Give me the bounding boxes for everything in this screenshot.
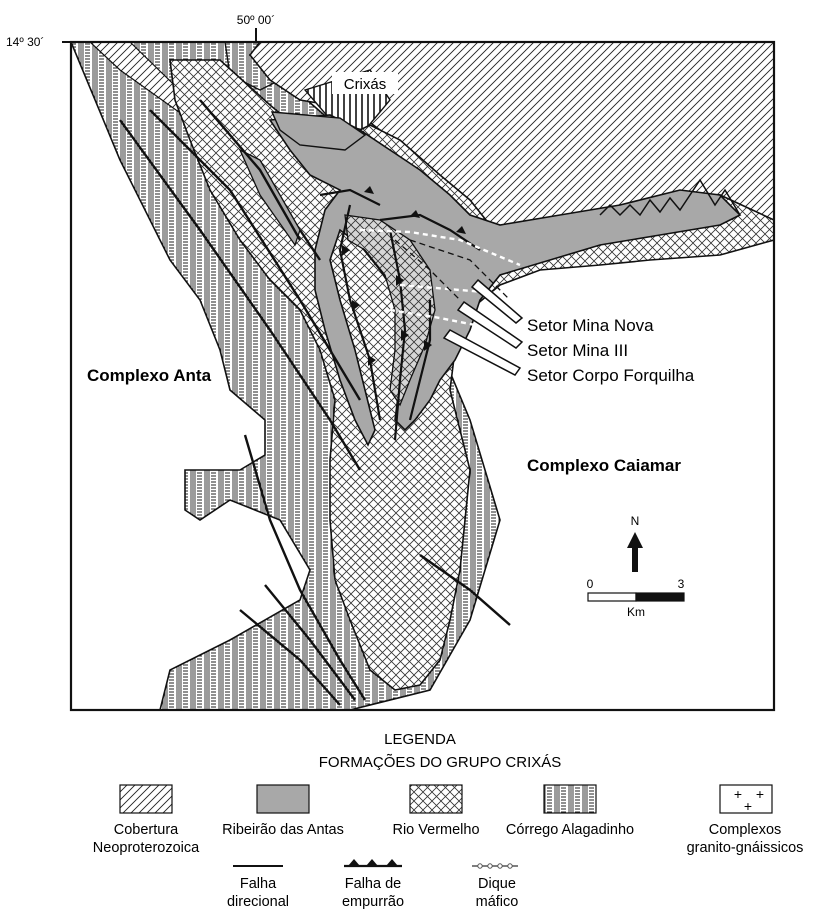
structure-label-falha-direcional-1: Falha bbox=[240, 876, 277, 892]
svg-text:+: + bbox=[734, 786, 742, 802]
swatch-cobertura bbox=[119, 784, 173, 814]
swatch-complexos bbox=[719, 784, 773, 814]
longitude-label: 50º 00´ bbox=[237, 13, 275, 27]
structure-label-dique-2: máfico bbox=[476, 894, 519, 910]
structure-label-dique-1: Dique bbox=[478, 876, 516, 892]
swatch-corrego bbox=[543, 784, 597, 814]
unit-label-corrego: Córrego Alagadinho bbox=[506, 822, 634, 838]
scale-unit-label: Km bbox=[627, 605, 645, 619]
map-area bbox=[71, 42, 774, 710]
unit-ribeirao-das-antas bbox=[268, 114, 742, 447]
legend-subtitle: FORMAÇÕES DO GRUPO CRIXÁS bbox=[319, 754, 562, 771]
unit-label-cobertura-1: Cobertura bbox=[114, 822, 179, 838]
symbol-dique-mafico bbox=[472, 863, 522, 869]
sector-mina-iii-label: Setor Mina III bbox=[527, 341, 628, 360]
svg-text:+: + bbox=[744, 798, 752, 814]
mafic-dikes bbox=[359, 228, 521, 332]
unit-label-complexos-2: granito-gnáissicos bbox=[687, 840, 804, 856]
swatch-rio-vermelho bbox=[409, 784, 463, 814]
directional-faults bbox=[119, 99, 511, 706]
legend-title: LEGENDA bbox=[384, 731, 456, 748]
scale-end-label: 3 bbox=[678, 577, 685, 591]
dashdot-lines bbox=[394, 239, 511, 301]
scale-start-label: 0 bbox=[587, 577, 594, 591]
unit-label-complexos-1: Complexos bbox=[709, 822, 782, 838]
sector-arrows bbox=[442, 278, 524, 376]
symbol-falha-empurrao bbox=[344, 859, 402, 868]
structure-label-falha-empurrao-2: empurrão bbox=[342, 894, 404, 910]
legend: LEGENDA FORMAÇÕES DO GRUPO CRIXÁS + + + … bbox=[93, 731, 804, 910]
unit-label-cobertura-2: Neoproterozoica bbox=[93, 840, 200, 856]
map-frame bbox=[69, 40, 776, 712]
latitude-label: 14º 30´ bbox=[6, 35, 44, 49]
structure-label-falha-direcional-2: direcional bbox=[227, 894, 289, 910]
town-label: Crixás bbox=[344, 76, 387, 93]
unit-label-ribeirao: Ribeirão das Antas bbox=[222, 822, 344, 838]
north-arrow-icon bbox=[627, 532, 643, 572]
structure-label-falha-empurrao-1: Falha de bbox=[345, 876, 401, 892]
complex-anta-label: Complexo Anta bbox=[87, 366, 212, 385]
north-label: N bbox=[631, 514, 640, 528]
complex-caiamar-label: Complexo Caiamar bbox=[527, 456, 681, 475]
sector-corpo-forquilha-label: Setor Corpo Forquilha bbox=[527, 366, 695, 385]
swatch-ribeirao bbox=[256, 784, 310, 814]
sector-mina-nova-label: Setor Mina Nova bbox=[527, 316, 654, 335]
scale-bar bbox=[587, 592, 685, 602]
thrust-faults bbox=[319, 186, 481, 441]
svg-text:+: + bbox=[756, 786, 764, 802]
unit-label-rio-vermelho: Rio Vermelho bbox=[392, 822, 479, 838]
